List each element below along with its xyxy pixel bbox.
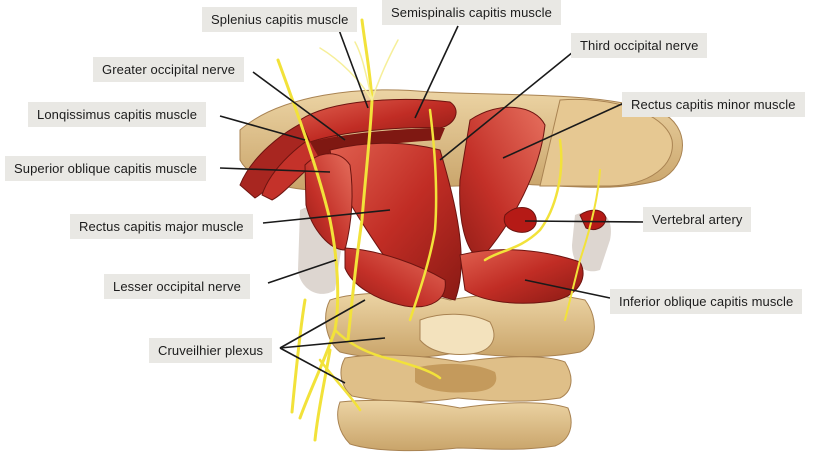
label-greater-occipital: Greater occipital nerve (93, 57, 245, 82)
label-third-occipital: Third occipital nerve (571, 33, 708, 58)
label-vertebral-artery: Vertebral artery (643, 207, 752, 232)
label-semispinalis: Semispinalis capitis muscle (382, 0, 561, 25)
label-rectus-major: Rectus capitis major muscle (70, 214, 253, 239)
label-rectus-minor: Rectus capitis minor muscle (622, 92, 805, 117)
superior-oblique-capitis-muscle (304, 153, 353, 251)
rectus-capitis-minor-muscle (459, 106, 546, 261)
vertebral-artery (503, 207, 607, 233)
label-cruveilhier: Cruveilhier plexus (149, 338, 273, 363)
label-splenius: Splenius capitis muscle (202, 7, 358, 32)
label-lesser-occipital: Lesser occipital nerve (104, 274, 250, 299)
cervical-vertebrae (325, 292, 595, 452)
leader-lines (219, 25, 646, 384)
label-inferior-oblique: Inferior oblique capitis muscle (610, 289, 803, 314)
label-superior-oblique: Superior oblique capitis muscle (5, 156, 207, 181)
label-longissimus: Lonqissimus capitis muscle (28, 102, 207, 127)
